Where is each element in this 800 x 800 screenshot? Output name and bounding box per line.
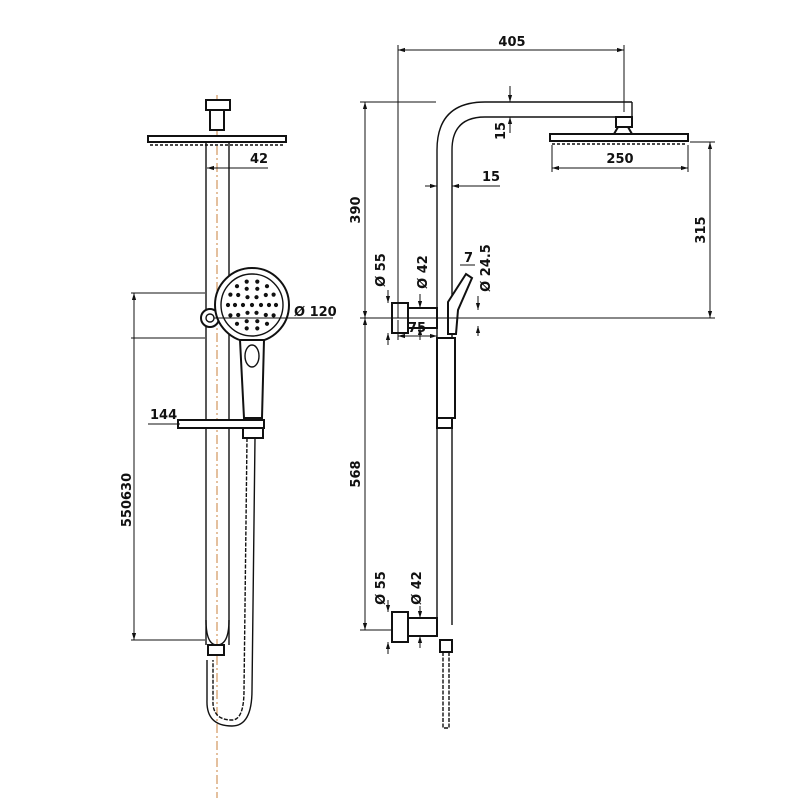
column-inner [451, 116, 632, 625]
side-swivel-ball [612, 126, 634, 135]
side-rose [549, 133, 689, 142]
nozzle-dot [263, 292, 268, 298]
dim-144-label: 144 [150, 408, 177, 423]
side-slider [436, 337, 456, 419]
nozzle-dot [255, 326, 260, 331]
nozzle-dot [234, 321, 240, 326]
hose-edge [206, 437, 256, 727]
side-hand-shower [447, 272, 474, 335]
front-view: 42 Ø 120 144 550630 [120, 95, 337, 798]
side-bracket-bottom [407, 617, 438, 637]
nozzle-dot [271, 292, 276, 297]
hose-holder [242, 427, 264, 439]
nozzle-dot [234, 284, 240, 289]
dim-7-label: 7 [464, 251, 473, 266]
overhead-swivel [209, 109, 225, 131]
side-slider-clip [436, 417, 453, 429]
side-hose [442, 652, 450, 729]
dim-55-bottom-label: Ø 55 [374, 571, 389, 605]
dim-390-label: 390 [349, 196, 364, 223]
dim-15a-label: 15 [494, 122, 509, 140]
nozzle-dot [264, 284, 270, 289]
column-outer [436, 101, 632, 625]
nozzle-dot [245, 295, 250, 300]
nozzle-dot [264, 321, 270, 326]
hose-connector [207, 644, 225, 656]
nozzle-dot [240, 302, 246, 308]
dim-75-label: 75 [408, 321, 426, 336]
nozzle-dot [244, 279, 249, 284]
nozzle-dot [244, 326, 249, 331]
dim-405-label: 405 [498, 35, 525, 50]
nozzle-dot [254, 310, 259, 315]
hose-outer [212, 437, 248, 721]
nozzle-dot [225, 302, 231, 308]
nozzle-dot [273, 302, 279, 308]
side-wall-plate-bottom [391, 611, 409, 643]
nozzle-dot [228, 313, 233, 318]
hand-shower-nozzles [225, 279, 279, 331]
nozzle-dot [232, 302, 238, 308]
nozzle-dot [254, 295, 259, 300]
dim-24-5-label: Ø 24.5 [479, 244, 494, 292]
dim-55-top-label: Ø 55 [374, 253, 389, 287]
nozzle-dot [255, 286, 260, 291]
hand-shower-handle [238, 339, 266, 419]
arm-bracket [205, 99, 231, 111]
hand-shower-face [220, 273, 284, 337]
nozzle-dot [271, 313, 276, 318]
dim-phi120-label: Ø 120 [294, 305, 337, 320]
nozzle-dot [255, 279, 260, 284]
side-bottom-outlet [439, 639, 453, 653]
side-swivel [615, 116, 633, 128]
soap-dish [177, 419, 265, 429]
dim-42-label: 42 [250, 152, 268, 167]
nozzle-dot [258, 302, 264, 308]
dim-315-label: 315 [694, 216, 709, 243]
side-view: 405 15 250 15 390 315 Ø 55 Ø 42 [349, 35, 715, 729]
nozzle-dot [249, 302, 255, 308]
nozzle-dot [244, 286, 249, 291]
dim-42-bottom-label: Ø 42 [410, 571, 425, 605]
nozzle-dot [236, 292, 241, 298]
nozzle-dot [263, 312, 268, 318]
handle-button [244, 344, 260, 368]
dim-15b-label: 15 [482, 170, 500, 185]
nozzle-dot [244, 319, 249, 324]
overhead-rose [147, 135, 287, 143]
dim-42-top-label: Ø 42 [416, 255, 431, 289]
nozzle-dot [266, 302, 272, 308]
nozzle-dot [255, 319, 260, 324]
dim-250-label: 250 [606, 152, 633, 167]
nozzle-dot [228, 292, 233, 297]
nozzle-dot [236, 312, 241, 318]
dim-568-label: 568 [349, 460, 364, 487]
dim-550630-label: 550630 [120, 473, 135, 527]
nozzle-dot [245, 310, 250, 315]
